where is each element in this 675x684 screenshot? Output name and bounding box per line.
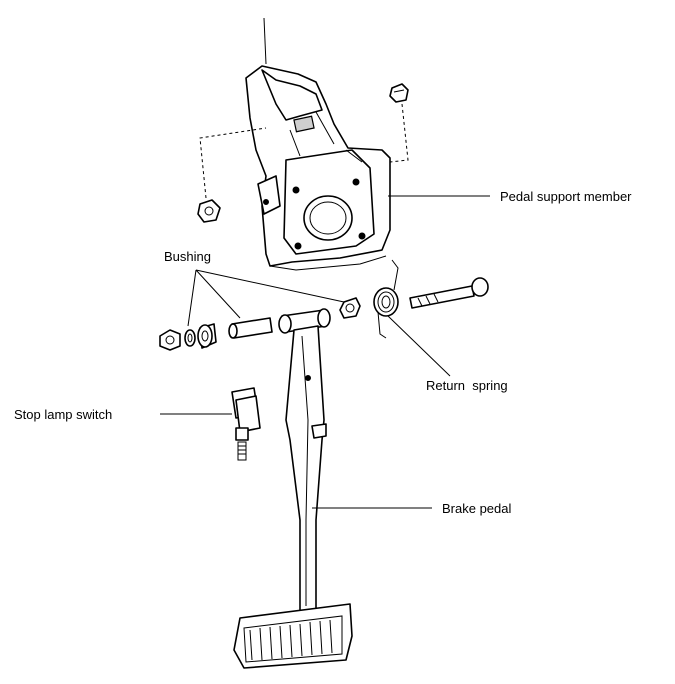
stop-lamp-switch xyxy=(231,387,261,461)
return-spring xyxy=(373,259,399,339)
bushing-leader xyxy=(187,269,345,327)
stop-lamp-switch-label: Stop lamp switch xyxy=(14,407,112,422)
return-spring-label: Return spring xyxy=(426,378,508,393)
pedal-support-member xyxy=(245,17,391,271)
mounting-nut xyxy=(389,83,409,103)
pivot-nut xyxy=(159,329,181,351)
brake-pedal xyxy=(233,308,353,669)
brake-pedal-label: Brake pedal xyxy=(442,501,511,516)
bushing-left xyxy=(197,323,217,349)
pivot-shaft xyxy=(228,317,273,339)
mounting-bolt xyxy=(197,199,221,223)
washer xyxy=(184,329,196,347)
bushing-right xyxy=(339,297,361,319)
return-spring-leader xyxy=(387,315,451,377)
bushing-label: Bushing xyxy=(164,249,211,264)
pivot-bolt xyxy=(409,277,489,309)
pedal-support-member-label: Pedal support member xyxy=(500,189,632,204)
